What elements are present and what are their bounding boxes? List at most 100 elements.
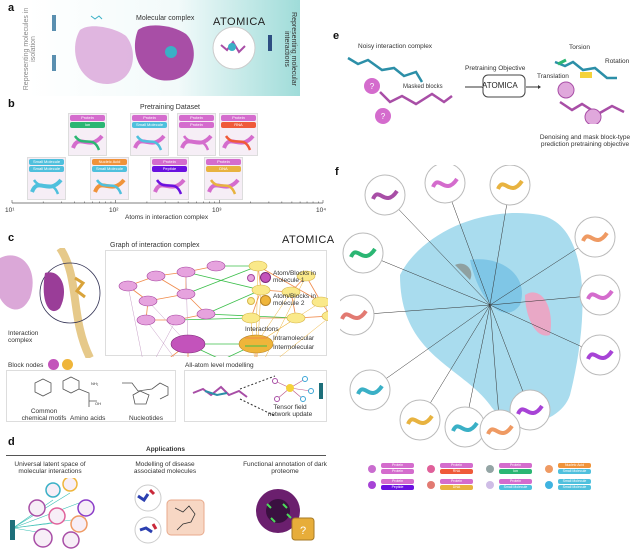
- atomica-logo: ATOMICA: [282, 234, 335, 246]
- dataset-title: Pretraining Dataset: [140, 104, 200, 111]
- card-top-tag: Protein: [206, 159, 241, 165]
- structure-thumbnail: [30, 178, 63, 195]
- interactions-text: Representing molecular interactions: [283, 12, 297, 86]
- structure-cartoon: [340, 309, 368, 321]
- motifs-label: Common chemical motifs: [21, 408, 67, 422]
- rotation-label: Rotation: [605, 58, 630, 65]
- tensor-field-diagram: [192, 375, 323, 417]
- legend-molecule-2-label: Atom/Blocks in molecule 2: [273, 293, 316, 307]
- node-molecule-2: [296, 270, 316, 282]
- structure-cartoon: [356, 384, 384, 396]
- legend-dot: [486, 481, 494, 489]
- legend-dot: [368, 481, 376, 489]
- pointer-line: [464, 304, 491, 428]
- node-molecule-1: [196, 308, 216, 320]
- card-bottom-tag: DNA: [206, 166, 241, 172]
- allatom-title: All-atom level modelling: [185, 362, 254, 369]
- node-molecule-2: [281, 286, 301, 298]
- pretraining-caption: Denoising and mask block-type prediction…: [539, 134, 631, 148]
- edge-legend: [245, 337, 267, 347]
- legend-dot: [427, 481, 435, 489]
- structure-circle: [489, 165, 531, 206]
- molecular-complex-label: Molecular complex: [136, 15, 195, 22]
- nh2-label: NH₂: [91, 381, 99, 386]
- structure-circle: [399, 399, 441, 441]
- isolation-text: Representing molecules in isolation: [23, 7, 37, 91]
- tick-label: 10²: [109, 207, 119, 214]
- block-node-molecule-1: [170, 334, 206, 354]
- panel-label: d: [8, 436, 15, 448]
- app-disease: Modelling of disease associated molecule…: [133, 461, 197, 475]
- card-bottom-tag: Protein: [179, 122, 214, 128]
- structure-cartoon: [516, 404, 544, 416]
- divider: [6, 455, 326, 456]
- interaction-complex-image: [0, 248, 101, 358]
- node-molecule-1: [206, 260, 226, 272]
- intermolecular-label: Intermolecular: [273, 344, 315, 351]
- structure-cartoon: [451, 421, 479, 433]
- app-latent-space: Universal latent space of molecular inte…: [14, 461, 86, 475]
- pointer-line: [369, 304, 491, 391]
- panel-label: a: [8, 2, 15, 14]
- objective-label: Pretraining Objective: [465, 65, 526, 72]
- legend-molecule-1-label: Atom/Blocks in molecule 1: [273, 270, 316, 284]
- structure-circle: [579, 334, 621, 376]
- structure-thumbnail: [93, 178, 126, 195]
- structure-circle: [340, 294, 375, 336]
- structure-cartoon: [406, 414, 434, 426]
- complex-label: Interaction complex: [8, 330, 39, 344]
- legend-bottom-tag: Small Molecule: [499, 485, 532, 490]
- graph-edge: [175, 317, 252, 321]
- legend-bottom-tag: Peptide: [381, 485, 414, 490]
- graph-edge: [185, 271, 262, 291]
- graph-edge: [205, 289, 262, 315]
- legend-top-tag: Protein: [440, 463, 473, 468]
- node-molecule-1: [138, 295, 158, 307]
- intramolecular-label: Intramolecular: [273, 335, 315, 342]
- legend-top-tag: Protein: [440, 479, 473, 484]
- panel-label: b: [8, 98, 15, 110]
- graph-title: Graph of interaction complex: [110, 242, 200, 249]
- atomica-logo: ATOMICA: [482, 81, 518, 90]
- structure-cartoon: [431, 177, 459, 189]
- card-top-tag: Small Molecule: [29, 159, 64, 165]
- card-top-tag: Protein: [70, 115, 105, 121]
- card-bottom-tag: Ion: [70, 122, 105, 128]
- atomica-logo: ATOMICA: [213, 16, 266, 28]
- node-molecule-1: [176, 288, 196, 300]
- legend-top-tag: Protein: [499, 479, 532, 484]
- graph-edge: [185, 271, 189, 345]
- structure-cartoon: [586, 349, 614, 361]
- block-nodes-label: Block nodes: [8, 362, 44, 369]
- node-molecule-2: [321, 310, 341, 322]
- question-mark: ?: [370, 82, 375, 91]
- structure-cartoon: [496, 179, 524, 191]
- legend-bottom-tag: DNA: [440, 485, 473, 490]
- pointer-line: [489, 236, 596, 306]
- structure-cartoon: [586, 289, 614, 301]
- graph-edge: [145, 319, 177, 377]
- card-top-tag: Protein: [179, 115, 214, 121]
- structure-thumbnail: [222, 134, 255, 151]
- block-node-icon: [62, 359, 73, 370]
- structure-thumbnail: [71, 134, 104, 151]
- oh-label: OH: [95, 401, 101, 406]
- interactions-title: Interactions: [245, 326, 279, 333]
- node-molecule-1: [136, 314, 156, 326]
- interaction-graph: [118, 260, 341, 386]
- legend-molecule-2: [247, 295, 271, 306]
- block-node-molecule-2: [238, 334, 274, 354]
